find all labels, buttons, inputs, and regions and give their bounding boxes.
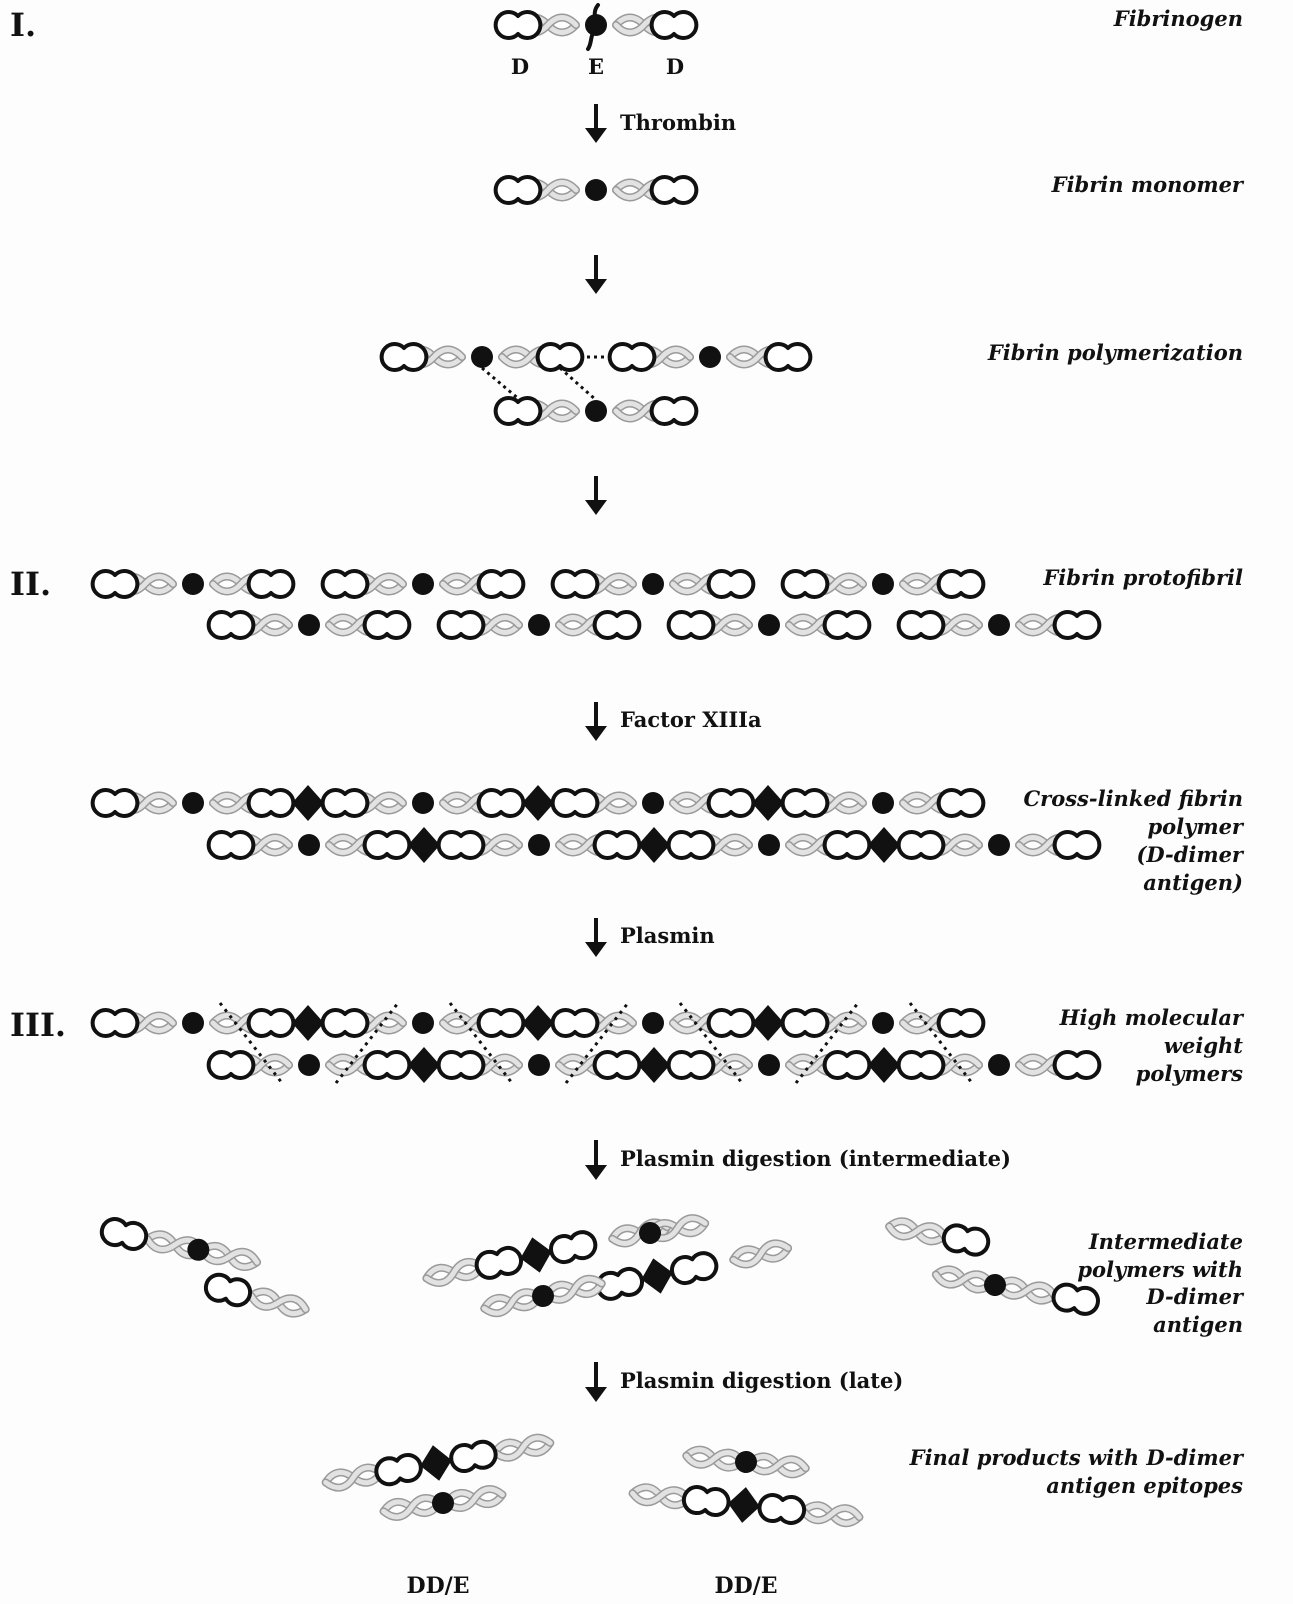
- enzyme-plasmin: Plasmin: [620, 923, 715, 948]
- section-label-1: I.: [10, 6, 36, 44]
- label-fibrin-protofibril: Fibrin protofibril: [1042, 565, 1243, 590]
- high-molecular-weight-polymers: [93, 1002, 1100, 1084]
- domain-label-e: E: [588, 54, 604, 79]
- arrow-icon: [585, 702, 607, 741]
- enzyme-factor-xiiia: Factor XIIIa: [620, 707, 762, 732]
- fibrin-monomer-molecule: [496, 177, 697, 203]
- domain-label-d-right: D: [666, 54, 684, 79]
- fibrin-protofibril: [93, 571, 1100, 638]
- enzyme-plasmin-intermediate: Plasmin digestion (intermediate): [620, 1146, 1011, 1171]
- label-cross-linked-line-3: (D-dimer: [1136, 842, 1244, 867]
- arrow-icon: [585, 1362, 607, 1402]
- label-intermediate-line-3: D-dimer: [1145, 1284, 1245, 1309]
- section-label-3: III.: [10, 1006, 66, 1044]
- final-product-left: [323, 1425, 554, 1522]
- label-fibrin-polymerization: Fibrin polymerization: [987, 340, 1243, 365]
- product-label-left: DD/E: [407, 1573, 470, 1599]
- section-label-2: II.: [10, 565, 51, 603]
- label-cross-linked-line-2: polymer: [1147, 814, 1244, 839]
- label-intermediate-line-1: Intermediate: [1088, 1229, 1243, 1254]
- label-fibrin-monomer: Fibrin monomer: [1051, 172, 1245, 197]
- label-intermediate-line-4: antigen: [1153, 1312, 1243, 1337]
- label-high-molecular-line-1: High molecular: [1059, 1005, 1245, 1030]
- fibrin-polymerization-molecules: [382, 344, 811, 424]
- label-high-molecular-line-3: polymers: [1136, 1061, 1244, 1086]
- product-label-right: DD/E: [715, 1573, 778, 1599]
- label-cross-linked-line-1: Cross-linked fibrin: [1023, 786, 1243, 811]
- arrow-icon: [585, 255, 607, 294]
- enzyme-thrombin: Thrombin: [620, 110, 736, 135]
- arrow-icon: [585, 1140, 607, 1180]
- domain-label-d-left: D: [511, 54, 529, 79]
- label-final-line-2: antigen epitopes: [1046, 1473, 1243, 1498]
- label-high-molecular-line-2: weight: [1164, 1033, 1243, 1058]
- label-final-line-1: Final products with D-dimer: [909, 1445, 1245, 1470]
- enzyme-plasmin-late: Plasmin digestion (late): [620, 1368, 903, 1393]
- cross-linked-fibrin-polymer: [93, 785, 1100, 863]
- label-intermediate-line-2: polymers with: [1077, 1257, 1243, 1282]
- final-product-right: [631, 1445, 862, 1535]
- label-fibrinogen: Fibrinogen: [1113, 6, 1243, 31]
- arrow-icon: [585, 476, 607, 515]
- label-cross-linked-line-4: antigen): [1143, 870, 1243, 895]
- arrow-icon: [585, 918, 607, 957]
- fibrinogen-molecule: [496, 3, 697, 51]
- arrow-icon: [585, 104, 607, 143]
- intermediate-fragments: [97, 1210, 1103, 1322]
